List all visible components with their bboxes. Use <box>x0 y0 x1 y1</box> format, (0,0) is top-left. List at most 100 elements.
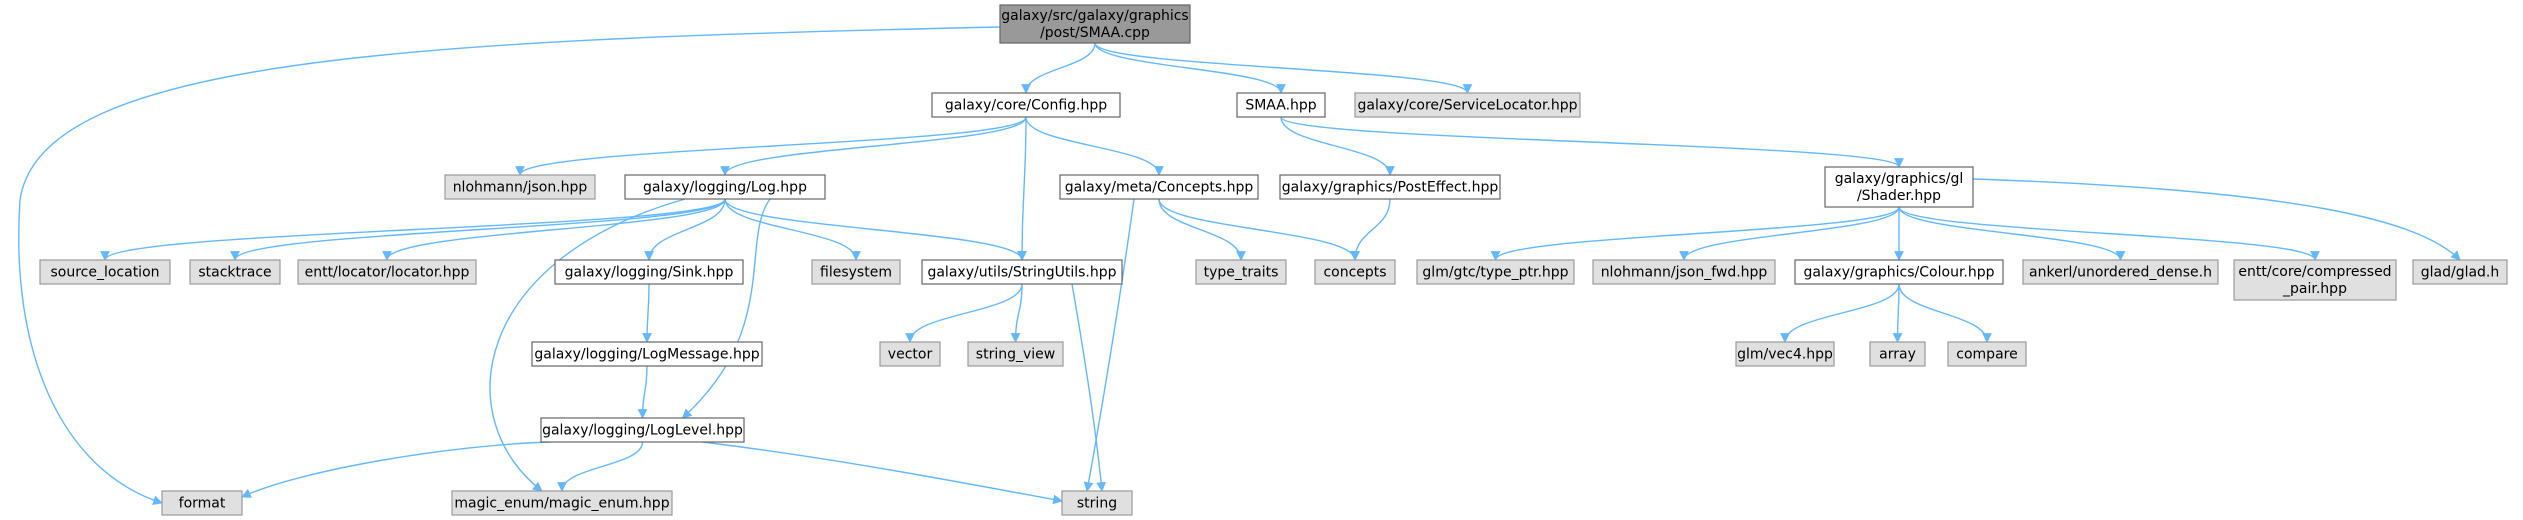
edge-string_utils-to-string <box>1071 283 1107 492</box>
node-format: format <box>161 490 243 516</box>
node-label: /Shader.hpp <box>1857 188 1941 204</box>
edge-log_hpp-to-source_location <box>100 198 726 261</box>
node-label: nlohmann/json.hpp <box>453 180 588 196</box>
node-box <box>879 341 941 367</box>
edge-shader_hpp-to-glad <box>1972 178 2461 261</box>
node-label: galaxy/utils/StringUtils.hpp <box>927 265 1116 281</box>
node-box <box>2022 259 2219 285</box>
node-box <box>1279 174 1501 200</box>
node-label: vector <box>888 347 933 363</box>
node-box <box>1314 259 1396 285</box>
edge-string_utils-to-string_view <box>1010 283 1023 343</box>
node-box <box>1592 259 1776 285</box>
node-label: array <box>1879 347 1916 363</box>
edge-colour_hpp-to-array <box>1892 283 1903 343</box>
node-box <box>1236 92 1326 118</box>
node-label: glm/vec4.hpp <box>1737 347 1833 363</box>
edge-shader_hpp-to-compressed_pair <box>1898 206 2320 261</box>
node-label: galaxy/graphics/gl <box>1835 171 1964 187</box>
node-box <box>811 259 901 285</box>
edge-shader_hpp-to-unordered_dense <box>1898 206 2126 261</box>
node-label: galaxy/logging/Sink.hpp <box>565 265 734 281</box>
edge-smaa_hpp-to-shader_hpp <box>1280 116 1904 168</box>
edge-post_effect-to-concepts <box>1350 198 1391 261</box>
node-box <box>1735 341 1835 367</box>
node-box <box>931 92 1121 118</box>
edge-log_message-to-log_level <box>637 365 648 419</box>
node-entt_locator: entt/locator/locator.hpp <box>297 259 477 285</box>
node-service_locator: galaxy/core/ServiceLocator.hpp <box>1354 92 1581 118</box>
edge-sink_hpp-to-log_message <box>642 283 652 343</box>
edge-concepts_hpp-to-concepts <box>1158 198 1360 261</box>
node-label: nlohmann/json_fwd.hpp <box>1601 265 1768 281</box>
node-label: entt/locator/locator.hpp <box>305 265 470 281</box>
node-box <box>2412 259 2508 285</box>
node-string: string <box>1061 490 1133 516</box>
node-vector: vector <box>879 341 941 367</box>
edge-log_level-to-string <box>702 441 1063 505</box>
node-label: stacktrace <box>198 265 271 281</box>
node-box <box>999 4 1191 44</box>
node-label: string <box>1077 496 1117 512</box>
node-label: SMAA.hpp <box>1245 98 1316 114</box>
edge-log_hpp-to-sink_hpp <box>644 198 726 261</box>
node-compare: compare <box>1947 341 2027 367</box>
node-config[interactable]: galaxy/core/Config.hpp <box>931 92 1121 118</box>
edge-colour_hpp-to-glm_vec4 <box>1780 283 1900 343</box>
node-label: ankerl/unordered_dense.h <box>2029 265 2212 281</box>
node-shader_hpp[interactable]: galaxy/graphics/gl/Shader.hpp <box>1824 166 1974 208</box>
node-concepts_hpp[interactable]: galaxy/meta/Concepts.hpp <box>1059 174 1259 200</box>
edge-root-to-service_locator <box>1094 42 1473 94</box>
node-box <box>531 341 763 367</box>
node-label: _pair.hpp <box>2282 281 2347 297</box>
node-label: type_traits <box>1204 265 1279 281</box>
node-label: compare <box>1956 347 2017 363</box>
edge-config-to-concepts_hpp <box>1025 116 1164 176</box>
node-log_level[interactable]: galaxy/logging/LogLevel.hpp <box>540 417 745 443</box>
node-log_message[interactable]: galaxy/logging/LogMessage.hpp <box>531 341 763 367</box>
edge-log_hpp-to-entt_locator <box>382 198 726 261</box>
node-label: source_location <box>50 265 159 281</box>
node-label: filesystem <box>820 265 892 281</box>
node-label: galaxy/src/galaxy/graphics <box>1001 8 1188 24</box>
edge-log_hpp-to-stacktrace <box>230 198 726 261</box>
node-box <box>1824 166 1974 208</box>
node-concepts: concepts <box>1314 259 1396 285</box>
edge-shader_hpp-to-glm_type_ptr <box>1490 206 1900 261</box>
node-box <box>1869 341 1926 367</box>
node-smaa_hpp[interactable]: SMAA.hpp <box>1236 92 1326 118</box>
node-magic_enum: magic_enum/magic_enum.hpp <box>451 490 673 516</box>
node-string_view: string_view <box>967 341 1064 367</box>
node-box <box>297 259 477 285</box>
node-post_effect[interactable]: galaxy/graphics/PostEffect.hpp <box>1279 174 1501 200</box>
node-box <box>161 490 243 516</box>
node-box <box>1794 259 2004 285</box>
edge-config-to-log_hpp <box>720 116 1027 176</box>
nodes-layer: galaxy/src/galaxy/graphics/post/SMAA.cpp… <box>39 4 2508 516</box>
edge-config-to-string_utils <box>1017 116 1027 261</box>
node-log_hpp[interactable]: galaxy/logging/Log.hpp <box>624 174 826 200</box>
edge-log_hpp-to-filesystem <box>724 198 861 261</box>
node-label: entt/core/compressed <box>2238 264 2391 280</box>
node-label: glm/gtc/type_ptr.hpp <box>1422 265 1568 281</box>
node-box <box>624 174 826 200</box>
node-nlohmann_json: nlohmann/json.hpp <box>444 174 596 200</box>
node-glad: glad/glad.h <box>2412 259 2508 285</box>
node-box <box>1195 259 1287 285</box>
edge-shader_hpp-to-json_fwd <box>1679 206 1900 261</box>
node-label: /post/SMAA.cpp <box>1040 25 1150 41</box>
node-stacktrace: stacktrace <box>189 259 281 285</box>
node-box <box>444 174 596 200</box>
node-box <box>1947 341 2027 367</box>
node-glm_type_ptr: glm/gtc/type_ptr.hpp <box>1416 259 1575 285</box>
node-compressed_pair: entt/core/compressed_pair.hpp <box>2233 259 2397 301</box>
node-root[interactable]: galaxy/src/galaxy/graphics/post/SMAA.cpp <box>999 4 1191 44</box>
node-string_utils[interactable]: galaxy/utils/StringUtils.hpp <box>921 259 1123 285</box>
node-colour_hpp[interactable]: galaxy/graphics/Colour.hpp <box>1794 259 2004 285</box>
node-filesystem: filesystem <box>811 259 901 285</box>
node-box <box>1416 259 1575 285</box>
node-sink_hpp[interactable]: galaxy/logging/Sink.hpp <box>554 259 744 285</box>
node-label: galaxy/meta/Concepts.hpp <box>1065 180 1254 196</box>
edge-root-to-smaa_hpp <box>1094 42 1286 94</box>
